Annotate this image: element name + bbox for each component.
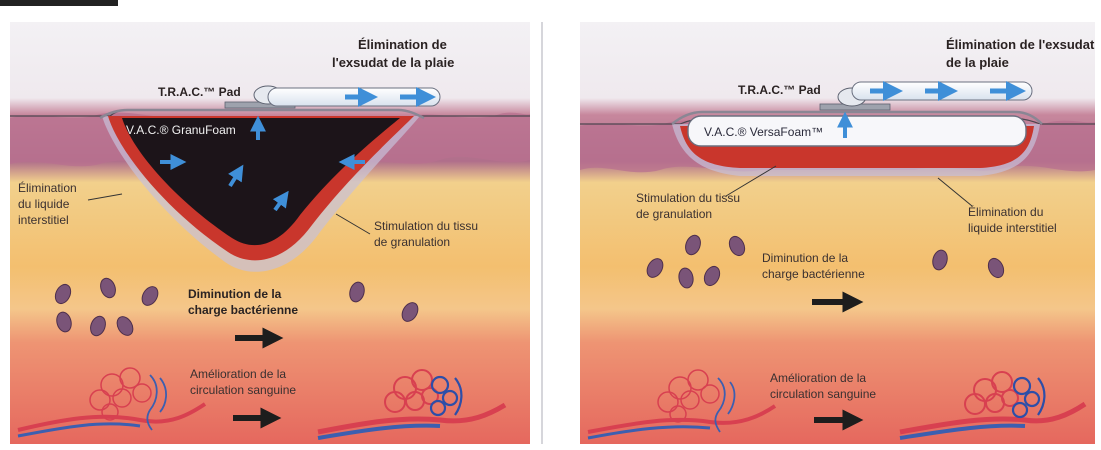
right-exudate-label-2: de la plaie	[946, 55, 1009, 70]
left-exudate-label-2: l'exsudat de la plaie	[332, 55, 454, 70]
right-circulation-label-1: Amélioration de la	[770, 371, 866, 385]
left-circulation-label-2: circulation sanguine	[190, 383, 296, 397]
left-pad-label: T.R.A.C.™ Pad	[158, 85, 241, 99]
left-fluid-label-2: du liquide	[18, 197, 70, 211]
left-granulation-label-1: Stimulation du tissu	[374, 219, 478, 233]
right-fluid-label-1: Élimination du	[968, 204, 1043, 219]
right-pad-label: T.R.A.C.™ Pad	[738, 83, 821, 97]
right-circulation-label-2: circulation sanguine	[770, 387, 876, 401]
right-exudate-label-1: Élimination de l'exsudat	[946, 37, 1095, 52]
left-circulation-label-1: Amélioration de la	[190, 367, 286, 381]
right-granulation-label-2: de granulation	[636, 207, 712, 221]
right-bacteria-label-1: Diminution de la	[762, 251, 848, 265]
left-bacteria-label-1: Diminution de la	[188, 287, 282, 301]
right-panel: Élimination de l'exsudat de la plaie T.R…	[580, 22, 1095, 444]
left-bacteria-label-2: charge bactérienne	[188, 303, 298, 317]
left-granulation-label-2: de granulation	[374, 235, 450, 249]
right-granulation-label-1: Stimulation du tissu	[636, 191, 740, 205]
right-fluid-label-2: liquide interstitiel	[968, 221, 1057, 235]
left-exudate-label-1: Élimination de	[358, 37, 447, 52]
left-trac-pad	[225, 86, 440, 108]
left-foam-label: V.A.C.® GranuFoam	[126, 123, 236, 137]
left-fluid-label-3: interstitiel	[18, 213, 69, 227]
right-bacteria-label-2: charge bactérienne	[762, 267, 865, 281]
left-panel: Élimination de l'exsudat de la plaie T.R…	[10, 22, 530, 444]
right-foam-label: V.A.C.® VersaFoam™	[704, 125, 823, 139]
left-fluid-label-1: Élimination	[18, 180, 77, 195]
